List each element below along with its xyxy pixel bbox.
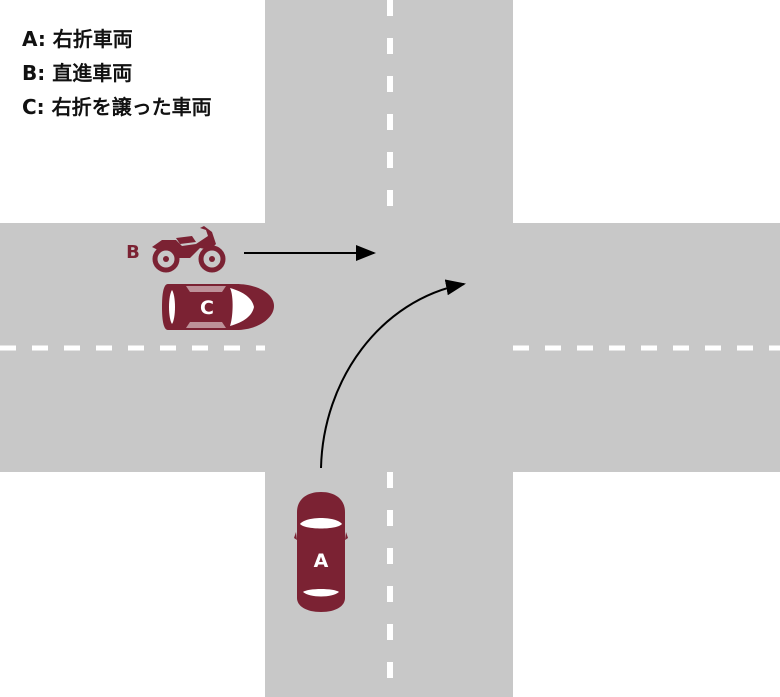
- legend: A: 右折車両 B: 直進車両 C: 右折を譲った車両: [22, 22, 212, 124]
- legend-item-c: C: 右折を譲った車両: [22, 95, 212, 119]
- vehicle-label-b: B: [126, 242, 140, 263]
- road-horizontal: [0, 223, 780, 472]
- car-a: [294, 492, 348, 612]
- legend-item-b: B: 直進車両: [22, 61, 133, 85]
- vehicle-label-c: C: [200, 297, 214, 319]
- legend-item-a: A: 右折車両: [22, 27, 133, 51]
- motorcycle-b: [152, 226, 226, 273]
- vehicle-label-a: A: [314, 550, 329, 572]
- right-turn-arrow-a: [320, 279, 466, 469]
- car-c: [162, 284, 274, 330]
